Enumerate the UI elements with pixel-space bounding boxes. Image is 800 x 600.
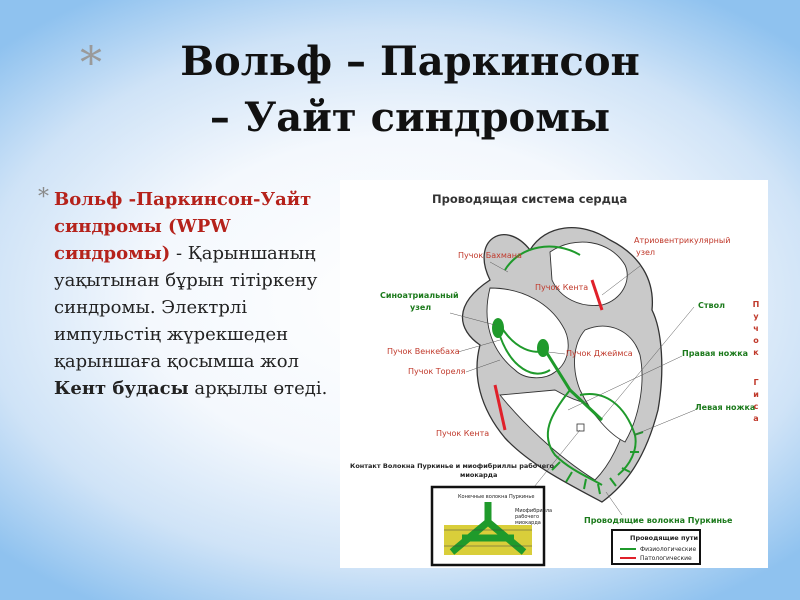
his-letter-5: к <box>753 348 759 357</box>
leader-purkinje <box>605 491 623 516</box>
his-bundle-vertical-label: П у ч о к Г и с а <box>753 300 760 423</box>
label-right-leg: Правая ножка <box>682 349 748 358</box>
zoom-marker-square <box>576 423 585 432</box>
title-line-2: – Уайт синдромы <box>209 94 611 141</box>
left-atrium-cavity <box>549 241 628 306</box>
leader-wenckebach <box>457 339 501 353</box>
label-myofibril-1: Миофибрилла <box>515 508 552 514</box>
leader-right-leg <box>567 355 683 411</box>
label-sa-node-line1: Синоатриальный <box>380 291 459 300</box>
label-sa-node-line2: узел <box>410 303 431 312</box>
paragraph-content: Вольф -Паркинсон-Уайт синдромы (WPW синд… <box>54 186 338 402</box>
label-trunk: Ствол <box>698 301 725 310</box>
contact-inset: Конечные волокна Пуркинье Миофибрилла ра… <box>430 485 552 567</box>
leader-thorel <box>465 359 501 373</box>
title-line-1: Вольф – Паркинсон <box>180 38 640 85</box>
heart-diagram-svg: Проводящая система сердца <box>350 192 760 567</box>
his-letter-2: у <box>753 312 759 321</box>
his-letter-4: о <box>753 336 759 345</box>
heart-conduction-diagram: Проводящая система сердца <box>340 180 768 568</box>
label-thorel: Пучок Тореля <box>408 367 466 376</box>
label-contact-line2: миокарда <box>460 471 497 479</box>
leader-james <box>547 351 566 355</box>
label-purkinje-fibers: Проводящие волокна Пуркинье <box>584 516 733 525</box>
thorel-path <box>497 329 551 375</box>
label-bachmann: Пучок Бахмана <box>458 251 522 260</box>
syndrome-description: - Қарыншаның уақытынан бұрын тітіркену с… <box>54 243 318 372</box>
his-letter-1: П <box>753 300 760 309</box>
label-terminal-purkinje: Конечные волокна Пуркинье <box>458 494 534 500</box>
kent-bundle-upper-path <box>590 279 604 311</box>
label-left-leg: Левая ножка <box>695 403 755 412</box>
leader-trunk <box>601 306 695 419</box>
leader-contact-detail <box>529 429 581 493</box>
sa-node-shape <box>492 318 504 338</box>
label-contact-line1: Контакт Волокна Пуркинье и миофибриллы р… <box>350 462 555 470</box>
bachmann-path <box>504 245 581 271</box>
description-ending: арқылы өтеді. <box>188 378 328 399</box>
av-node-shape <box>537 339 549 357</box>
body-paragraph: * Вольф -Паркинсон-Уайт синдромы (WPW си… <box>38 185 338 402</box>
label-av-node-line2: узел <box>636 248 655 257</box>
purkinje-fibers-path <box>551 431 644 495</box>
physiological-pathways <box>497 245 644 495</box>
label-myofibril-2: рабочего <box>515 514 539 520</box>
label-james: Пучок Джеймса <box>566 349 633 358</box>
his-letter-7: Г <box>753 378 758 387</box>
label-wenckebach: Пучок Венкебаха <box>387 347 460 356</box>
slide-title: * Вольф – Паркинсон – Уайт синдромы <box>80 34 730 146</box>
right-bundle-branch <box>546 389 603 486</box>
label-av-node-line1: Атриовентрикулярный <box>634 236 730 245</box>
his-letter-8: и <box>753 390 759 399</box>
title-bullet-star: * <box>80 38 102 89</box>
syndrome-name: Вольф -Паркинсон-Уайт синдромы (WPW синд… <box>54 189 312 264</box>
pathways-legend: Проводящие пути Физиологические Патологи… <box>611 529 701 565</box>
legend-pathological: Патологические <box>640 555 692 562</box>
legend-physiological: Физиологические <box>640 546 696 553</box>
label-kent-upper: Пучок Кента <box>535 283 588 292</box>
label-leaders <box>449 261 696 516</box>
his-letter-9: с <box>754 402 759 411</box>
his-letter-10: а <box>753 414 758 423</box>
paragraph-bullet-star: * <box>38 185 49 210</box>
terminal-purkinje-shape <box>449 502 527 555</box>
kent-bundle-lower-path <box>493 384 507 431</box>
leader-sa-node <box>449 312 496 326</box>
leader-bachmann <box>489 261 509 273</box>
pathological-pathways <box>493 279 604 431</box>
diagram-title: Проводящая система сердца <box>432 192 627 206</box>
kent-bundle-term: Кент будасы <box>54 378 189 399</box>
label-myofibril-3: миокарда <box>515 520 541 526</box>
leader-left-leg <box>633 409 696 436</box>
label-kent-lower: Пучок Кента <box>436 429 489 438</box>
his-letter-3: ч <box>753 324 759 333</box>
legend-title: Проводящие пути <box>630 534 698 542</box>
leader-av-node <box>601 265 641 296</box>
